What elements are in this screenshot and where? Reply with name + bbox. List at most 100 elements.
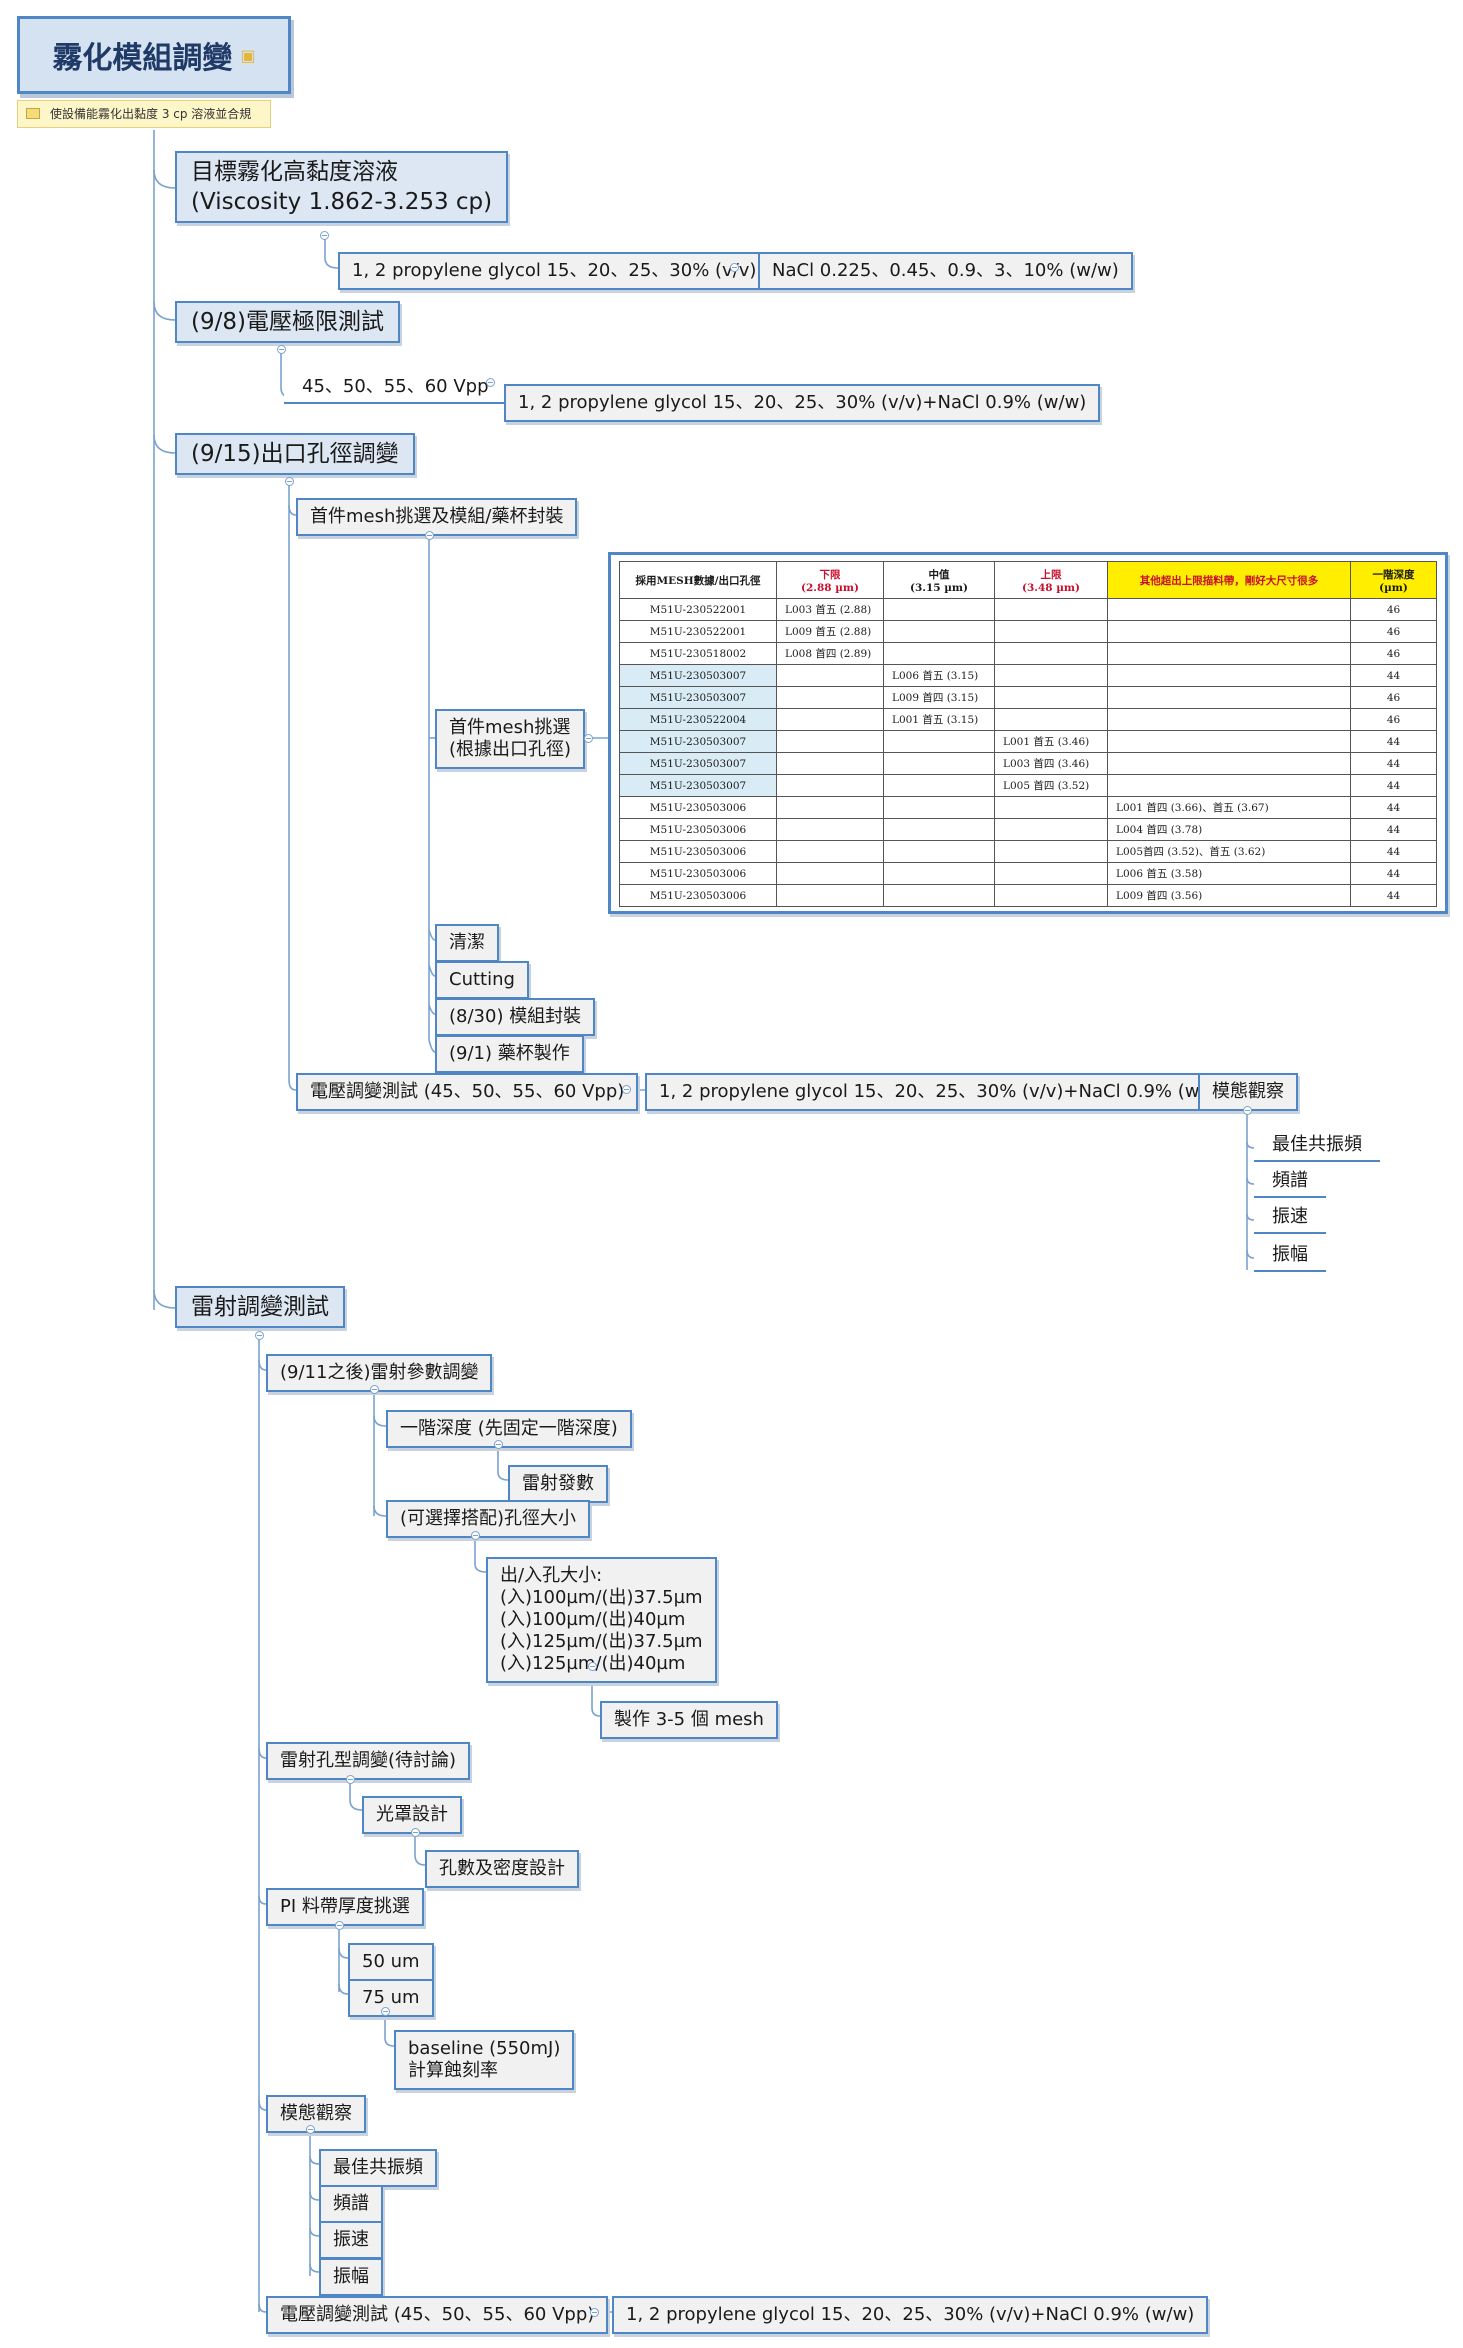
collapse-toggle[interactable] [425,531,434,540]
branch-laser-modulation[interactable]: 雷射調變測試 [175,1286,345,1328]
table-cell: 44 [1350,664,1437,687]
node-solution-b4[interactable]: 1, 2 propylene glycol 15、20、25、30% (v/v)… [612,2296,1209,2334]
table-cell [1107,752,1351,775]
branch-target-viscosity[interactable]: 目標霧化高黏度溶液 (Viscosity 1.862-3.253 cp) [175,151,509,223]
table-cell [1107,642,1351,665]
table-cell [994,664,1108,687]
node-cup-making[interactable]: (9/1) 藥杯製作 [435,1035,584,1073]
node-make-mesh[interactable]: 製作 3-5 個 mesh [600,1701,778,1739]
collapse-toggle[interactable] [370,1385,379,1394]
collapse-toggle[interactable] [306,2125,315,2134]
table-cell: L006 首五 (3.15) [883,664,995,687]
node-first-mesh-select[interactable]: 首件mesh挑選 (根據出口孔徑) [435,709,586,769]
node-laser-shots[interactable]: 雷射發數 [508,1465,608,1503]
table-header: 上限 (3.48 µm) [994,561,1108,599]
table-cell [776,686,884,709]
branch-voltage-limit[interactable]: (9/8)電壓極限測試 [175,301,400,343]
node-aperture-size[interactable]: (可選擇搭配)孔徑大小 [386,1500,591,1538]
collapse-toggle[interactable] [335,1921,344,1930]
table-cell [776,840,884,863]
collapse-toggle[interactable] [381,2007,390,2016]
modal-item-velocity[interactable]: 振速 [1254,1202,1326,1234]
table-cell: L003 首五 (2.88) [776,598,884,621]
table-cell: M51U-230503006 [619,862,777,885]
node-hole-density[interactable]: 孔數及密度設計 [425,1850,579,1888]
table-cell [883,752,995,775]
node-module-packaging[interactable]: (8/30) 模組封裝 [435,998,596,1036]
root-topic[interactable]: 霧化模組調變 ▣ [17,16,291,94]
collapse-toggle[interactable] [730,263,739,272]
table-header: 一階深度 (µm) [1350,561,1437,599]
modal-item-spectrum[interactable]: 頻譜 [1254,1166,1326,1198]
modal-item-resonance[interactable]: 最佳共振頻 [319,2149,437,2187]
node-glycol-concentration[interactable]: 1, 2 propylene glycol 15、20、25、30% (v/v) [338,252,771,290]
node-laser-param[interactable]: (9/11之後)雷射參數調變 [266,1354,493,1392]
node-first-mesh-packaging[interactable]: 首件mesh挑選及模組/藥杯封裝 [296,498,578,536]
modal-item-velocity[interactable]: 振速 [319,2221,383,2259]
branch-aperture-modulation[interactable]: (9/15)出口孔徑調變 [175,433,415,475]
node-cutting[interactable]: Cutting [435,961,529,999]
table-cell [1107,620,1351,643]
node-solution-b2-label: 1, 2 propylene glycol 15、20、25、30% (v/v)… [518,392,1087,413]
node-pi-thickness[interactable]: PI 料帶厚度挑選 [266,1888,424,1926]
table-cell: M51U-230503007 [619,752,777,775]
collapse-toggle[interactable] [285,477,294,486]
node-first-mesh-label: 首件mesh挑選及模組/藥杯封裝 [310,506,564,527]
table-cell [994,708,1108,731]
node-hole-sizes[interactable]: 出/入孔大小: (入)100µm/(出)37.5µm (入)100µm/(出)4… [486,1557,717,1683]
table-cell: M51U-230503007 [619,774,777,797]
branch-voltage-limit-label: (9/8)電壓極限測試 [191,309,384,335]
node-voltage-test-b4[interactable]: 電壓調變測試 (45、50、55、60 Vpp) [266,2296,609,2334]
node-modal-observation-b3[interactable]: 模態觀察 [1198,1073,1298,1111]
table-cell: L006 首五 (3.58) [1107,862,1351,885]
node-75um[interactable]: 75 um [348,1979,434,2017]
collapse-toggle[interactable] [588,1662,597,1671]
collapse-toggle[interactable] [346,1775,355,1784]
collapse-toggle[interactable] [277,345,286,354]
node-voltage-test-b3[interactable]: 電壓調變測試 (45、50、55、60 Vpp) [296,1073,639,1111]
collapse-toggle[interactable] [320,231,329,240]
collapse-toggle[interactable] [590,2308,599,2317]
table-cell: M51U-230503007 [619,686,777,709]
modal-item-resonance[interactable]: 最佳共振頻 [1254,1130,1380,1162]
note-icon [26,108,40,119]
node-first-depth[interactable]: 一階深度 (先固定一階深度) [386,1410,632,1448]
note-text: 使設備能霧化出黏度 3 cp 溶液並合規 [50,107,252,121]
table-cell: 46 [1350,598,1437,621]
node-first-mesh-select-label: 首件mesh挑選 (根據出口孔徑) [449,717,572,760]
table-cell [776,664,884,687]
table-cell [883,884,995,907]
node-clean[interactable]: 清潔 [435,924,499,962]
node-modal-observation-b4[interactable]: 模態觀察 [266,2095,366,2133]
collapse-toggle[interactable] [494,1440,503,1449]
collapse-toggle[interactable] [411,1828,420,1837]
node-vpp-values[interactable]: 45、50、55、60 Vpp [284,372,507,404]
node-laser-shots-label: 雷射發數 [522,1473,594,1494]
node-solution-b2[interactable]: 1, 2 propylene glycol 15、20、25、30% (v/v)… [504,384,1101,422]
node-50um[interactable]: 50 um [348,1943,434,1981]
table-cell [883,598,995,621]
node-solution-b3-label: 1, 2 propylene glycol 15、20、25、30% (v/v)… [659,1081,1228,1102]
node-mask-design-label: 光罩設計 [376,1804,448,1825]
node-baseline[interactable]: baseline (550mJ) 計算蝕刻率 [394,2030,575,2090]
node-nacl-concentration[interactable]: NaCl 0.225、0.45、0.9、3、10% (w/w) [758,252,1133,290]
table-cell [776,752,884,775]
collapse-toggle[interactable] [471,1531,480,1540]
node-solution-b3[interactable]: 1, 2 propylene glycol 15、20、25、30% (v/v)… [645,1073,1242,1111]
collapse-toggle[interactable] [1243,1106,1252,1115]
collapse-toggle[interactable] [486,378,495,387]
table-header: 採用MESH數據/出口孔徑 [619,561,777,599]
table-cell [776,818,884,841]
modal-item-spectrum[interactable]: 頻譜 [319,2185,383,2223]
mesh-table: 採用MESH數據/出口孔徑 下限 (2.88 µm) 中值 (3.15 µm) … [619,561,1437,907]
root-note[interactable]: 使設備能霧化出黏度 3 cp 溶液並合規 [17,100,271,128]
modal-item-amplitude[interactable]: 振幅 [1254,1240,1326,1272]
modal-item-amplitude[interactable]: 振幅 [319,2258,383,2296]
node-hole-shape[interactable]: 雷射孔型調變(待討論) [266,1742,471,1780]
collapse-toggle[interactable] [584,734,593,743]
table-cell [1107,730,1351,753]
collapse-toggle[interactable] [255,1331,264,1340]
collapse-toggle[interactable] [622,1085,631,1094]
